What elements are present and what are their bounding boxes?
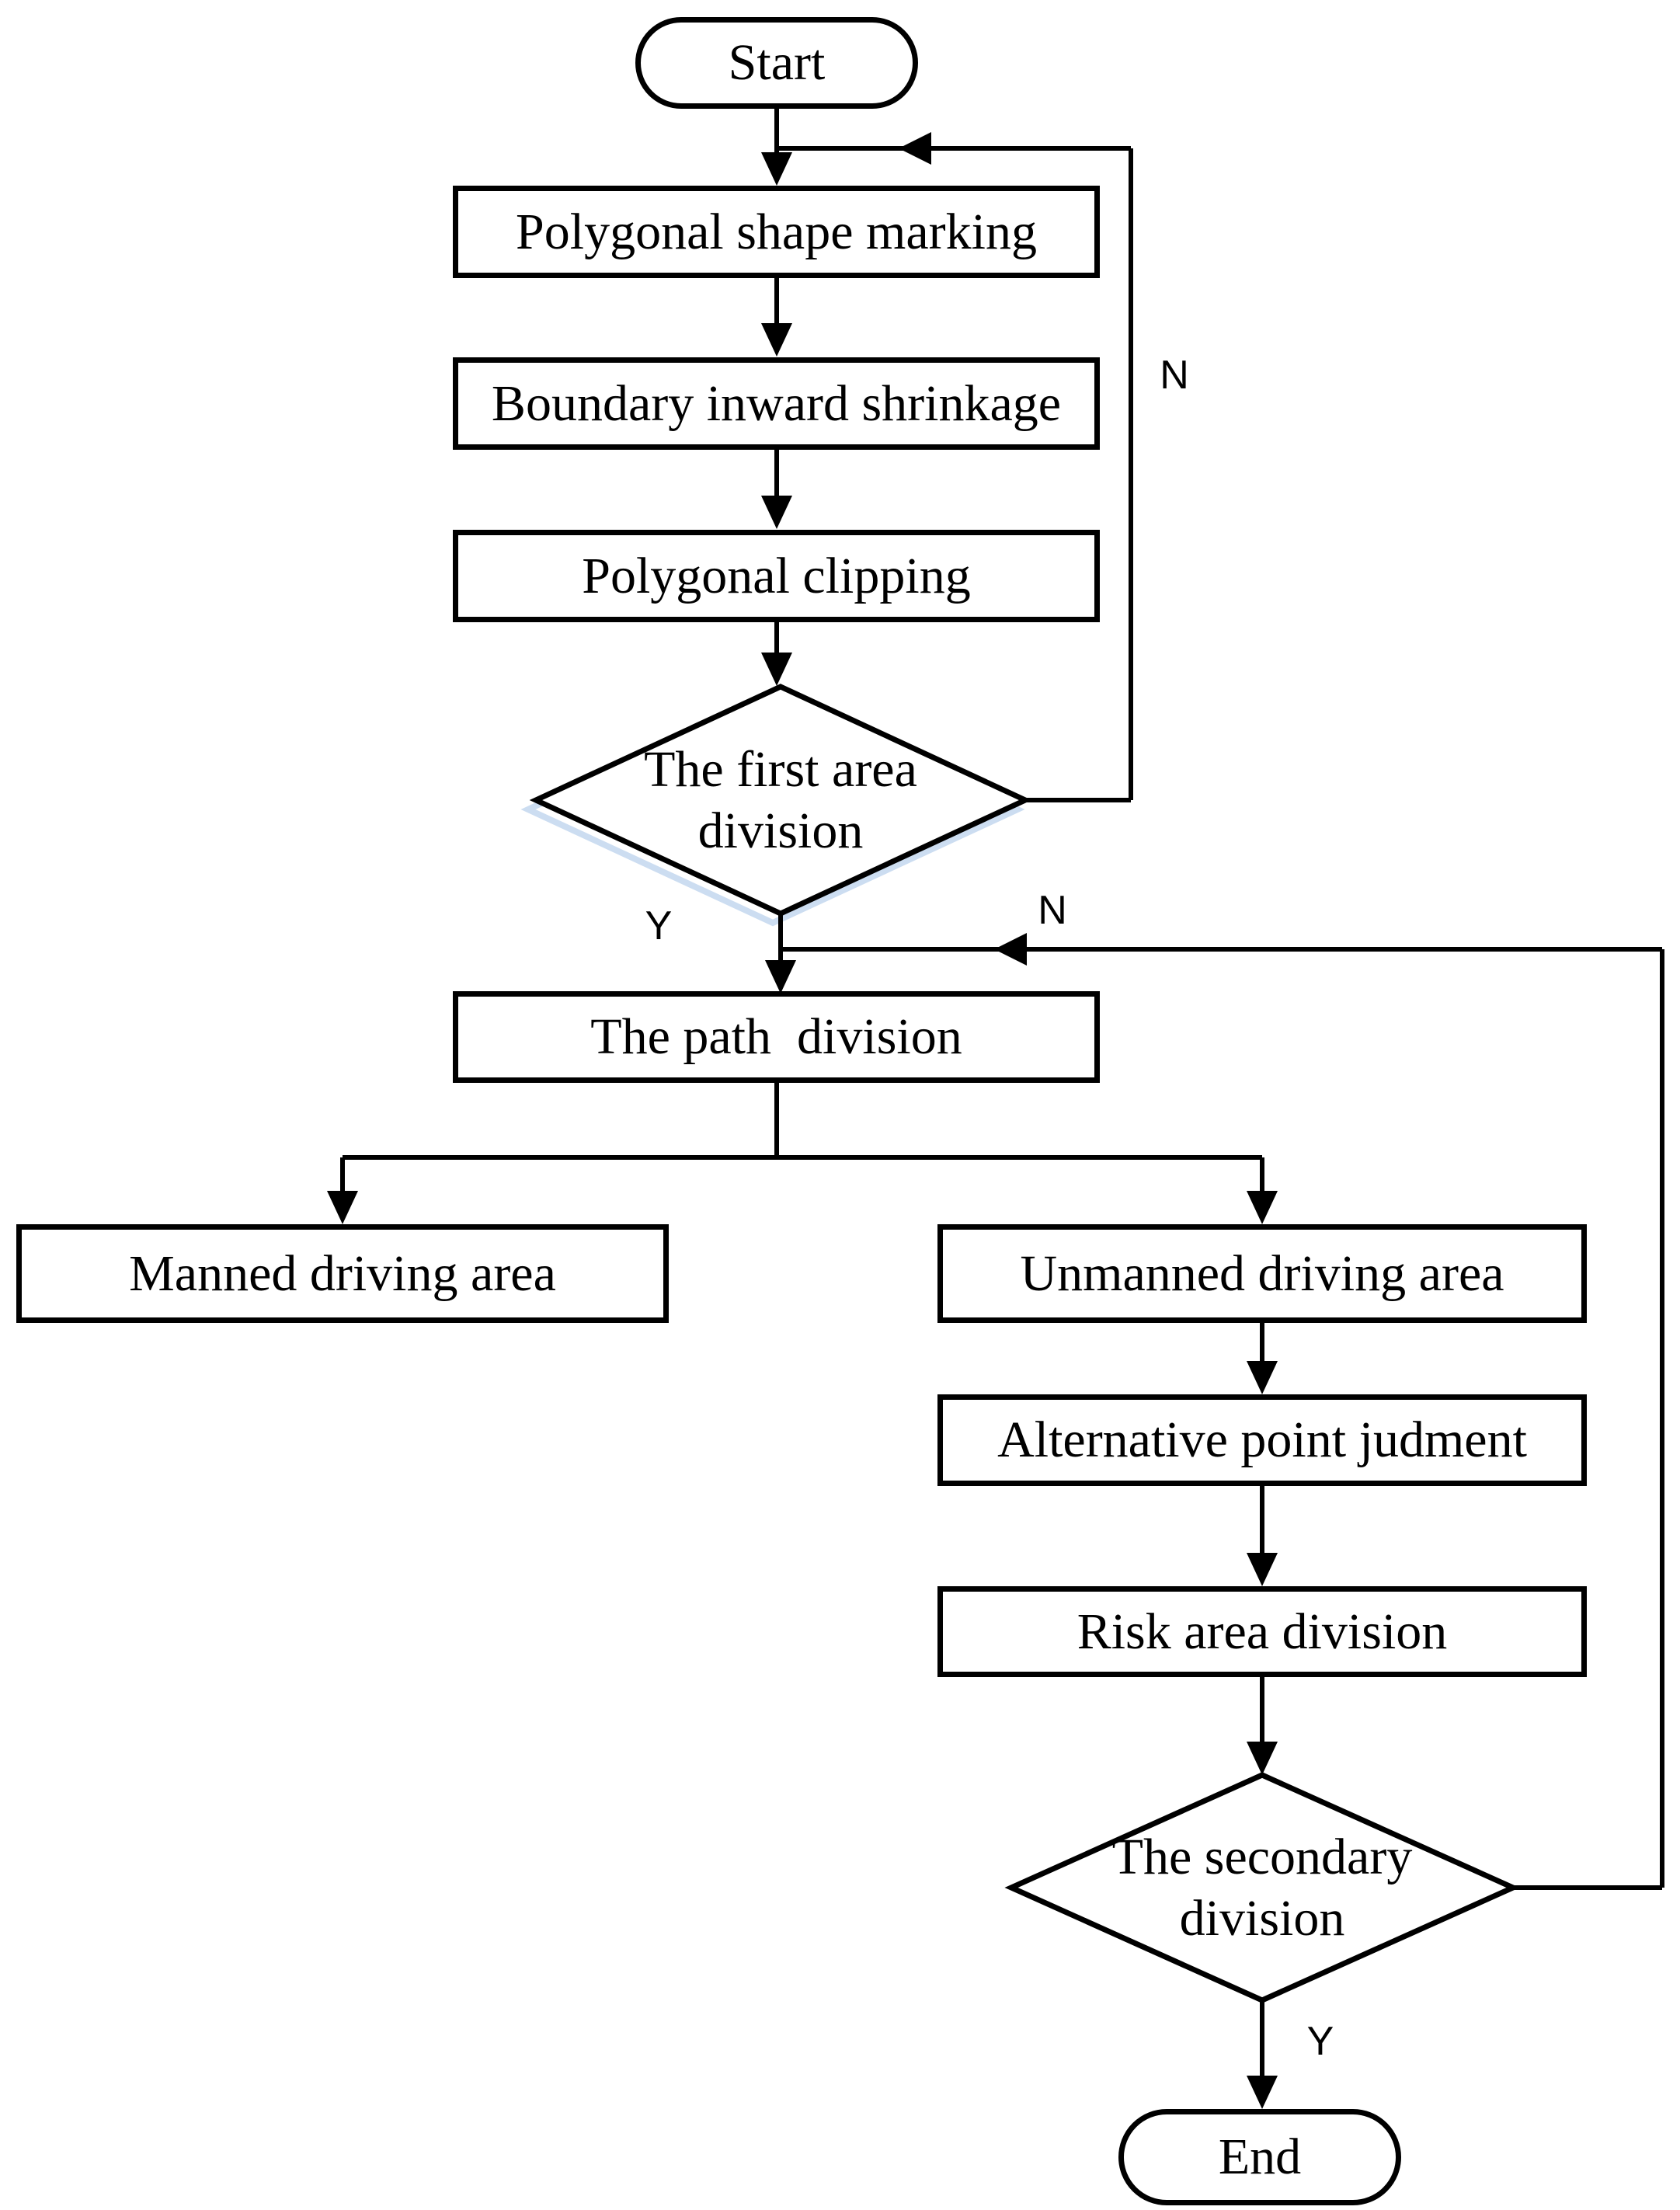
arrowhead-into-first-division bbox=[761, 653, 792, 686]
polygonal-clipping-label: Polygonal clipping bbox=[582, 547, 971, 604]
arrowhead-into-marking bbox=[761, 152, 792, 186]
label-secondary-division-yes: Y bbox=[1306, 2019, 1334, 2064]
label-first-division-no: N bbox=[1160, 353, 1189, 398]
node-unmanned-driving-area: Unmanned driving area bbox=[937, 1224, 1587, 1323]
node-polygonal-clipping: Polygonal clipping bbox=[453, 530, 1100, 622]
arrowhead-into-path-division bbox=[765, 960, 796, 994]
node-risk-area-division: Risk area division bbox=[937, 1586, 1587, 1677]
arrowhead-loop1-left bbox=[899, 132, 931, 165]
node-end: End bbox=[1118, 2109, 1401, 2205]
start-label: Start bbox=[728, 34, 826, 92]
alternative-point-judment-label: Alternative point judment bbox=[997, 1411, 1527, 1469]
boundary-inward-shrinkage-label: Boundary inward shrinkage bbox=[491, 374, 1062, 432]
path-division-label: The path division bbox=[590, 1008, 962, 1066]
label-secondary-division-no: N bbox=[1038, 888, 1067, 933]
node-first-area-division: The first area division bbox=[548, 703, 1014, 897]
first-area-division-line2: division bbox=[697, 802, 864, 859]
secondary-division-line1: The secondary bbox=[1111, 1828, 1413, 1885]
risk-area-division-label: Risk area division bbox=[1077, 1603, 1448, 1660]
node-secondary-division: The secondary division bbox=[1029, 1791, 1495, 1985]
node-polygonal-shape-marking: Polygonal shape marking bbox=[453, 186, 1100, 278]
first-area-division-line1: The first area bbox=[644, 740, 917, 798]
arrowhead-into-end bbox=[1247, 2076, 1278, 2109]
node-manned-driving-area: Manned driving area bbox=[16, 1224, 669, 1323]
arrowhead-loop2-left bbox=[994, 933, 1027, 966]
node-alternative-point-judment: Alternative point judment bbox=[937, 1394, 1587, 1486]
arrowhead-into-unmanned bbox=[1247, 1191, 1278, 1224]
label-first-division-yes: Y bbox=[645, 903, 673, 948]
arrowhead-into-manned bbox=[327, 1191, 358, 1224]
arrowhead-into-shrinkage bbox=[761, 323, 792, 357]
manned-driving-area-label: Manned driving area bbox=[129, 1244, 556, 1302]
node-path-division: The path division bbox=[453, 991, 1100, 1083]
arrowhead-into-alternative bbox=[1247, 1361, 1278, 1394]
unmanned-driving-area-label: Unmanned driving area bbox=[1020, 1244, 1504, 1302]
node-boundary-inward-shrinkage: Boundary inward shrinkage bbox=[453, 357, 1100, 450]
secondary-division-line2: division bbox=[1179, 1890, 1345, 1947]
polygonal-shape-marking-label: Polygonal shape marking bbox=[516, 203, 1037, 260]
arrowhead-into-secondary bbox=[1247, 1742, 1278, 1775]
arrowhead-into-risk bbox=[1247, 1553, 1278, 1586]
node-start: Start bbox=[635, 17, 918, 109]
end-label: End bbox=[1218, 2128, 1302, 2186]
arrowhead-into-clipping bbox=[761, 496, 792, 529]
